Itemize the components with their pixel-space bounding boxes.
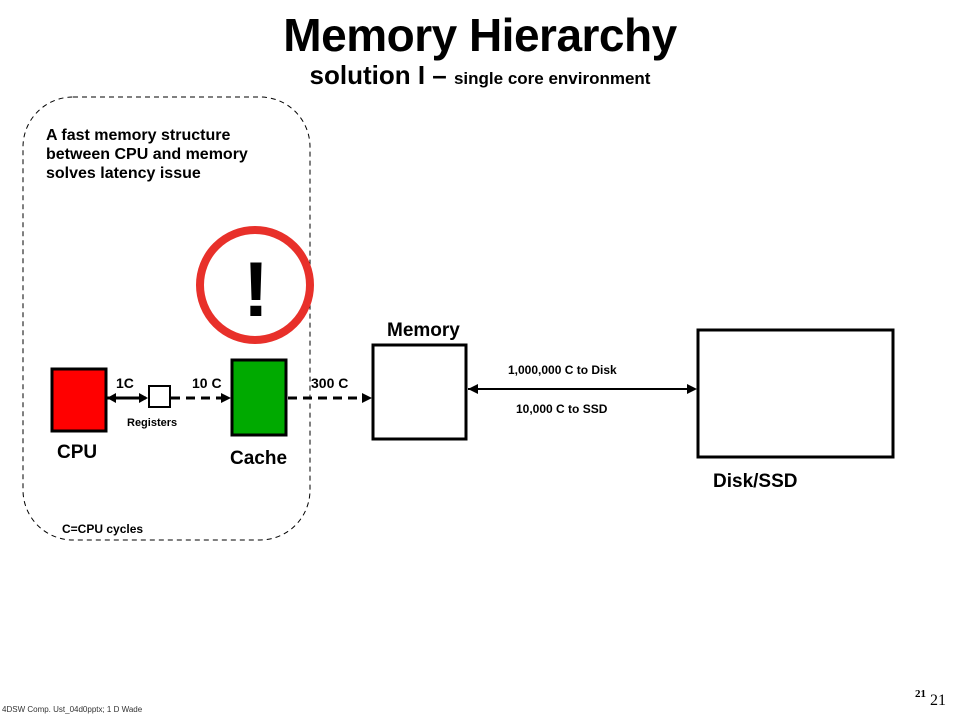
disk-latency-label: 1,000,000 C to Disk <box>508 363 617 377</box>
cycles-note: C=CPU cycles <box>62 522 143 536</box>
exclamation-mark: ! <box>243 245 269 333</box>
page-number: 21 <box>930 692 946 709</box>
memory-label: Memory <box>387 320 460 341</box>
latency-note: A fast memory structure between CPU and … <box>46 127 248 182</box>
highlight-circle <box>196 226 314 344</box>
slide-subtitle: solution I – single core environment <box>0 60 960 91</box>
footer-filename: 4DSW Comp. Ust_04d0pptx; 1 D Wade <box>2 705 143 714</box>
subtitle-main: solution I – <box>309 60 454 90</box>
register-cache-arrowhead <box>221 393 231 403</box>
single-core-boundary <box>22 96 311 541</box>
disk-ssd-block <box>696 328 895 459</box>
registers-label: Registers <box>127 417 177 429</box>
cpu-register-latency-label: 1C <box>116 375 134 391</box>
cpu-register-arrowhead-left <box>107 393 116 403</box>
cpu-label: CPU <box>57 442 97 463</box>
subtitle-small: single core environment <box>453 69 651 88</box>
ssd-latency-label: 10,000 C to SSD <box>516 402 608 416</box>
cache-block <box>230 358 288 437</box>
memory-block <box>371 343 468 441</box>
registers-block <box>148 385 171 408</box>
cpu-register-arrowhead-right <box>139 393 148 403</box>
slide-title: Memory Hierarchy <box>283 9 677 61</box>
cache-label: Cache <box>230 448 287 469</box>
cpu-block <box>50 367 108 433</box>
memory-disk-arrowhead-left <box>468 384 478 394</box>
memory-latency-label: 300 C <box>311 375 348 391</box>
page-number-small: 21 <box>915 688 926 700</box>
cache-latency-label: 10 C <box>192 375 222 391</box>
memory-disk-arrowhead-right <box>687 384 697 394</box>
disk-ssd-label: Disk/SSD <box>713 471 797 492</box>
cache-memory-arrowhead <box>362 393 372 403</box>
